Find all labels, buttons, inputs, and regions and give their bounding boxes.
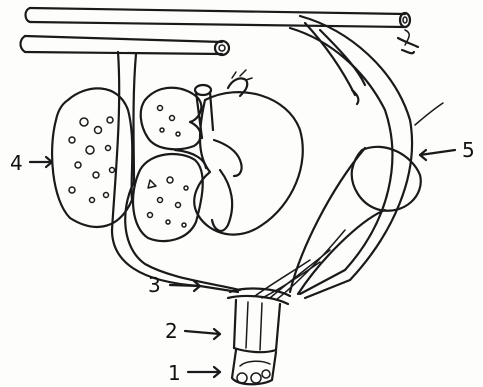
lower-tube — [228, 289, 290, 353]
central-organ — [141, 88, 202, 150]
label-five: 5 — [462, 138, 475, 162]
label-arrows — [30, 150, 455, 377]
label-one: 1 — [168, 361, 181, 385]
tube-terminal — [232, 350, 276, 384]
upper-vessel — [26, 8, 411, 27]
middle-vessel — [21, 36, 230, 55]
label-two: 2 — [165, 319, 178, 343]
organ-four — [52, 88, 132, 227]
right-vessels — [290, 16, 418, 298]
label-four: 4 — [10, 151, 23, 175]
label-three: 3 — [148, 273, 161, 297]
lower-organ — [133, 154, 203, 241]
